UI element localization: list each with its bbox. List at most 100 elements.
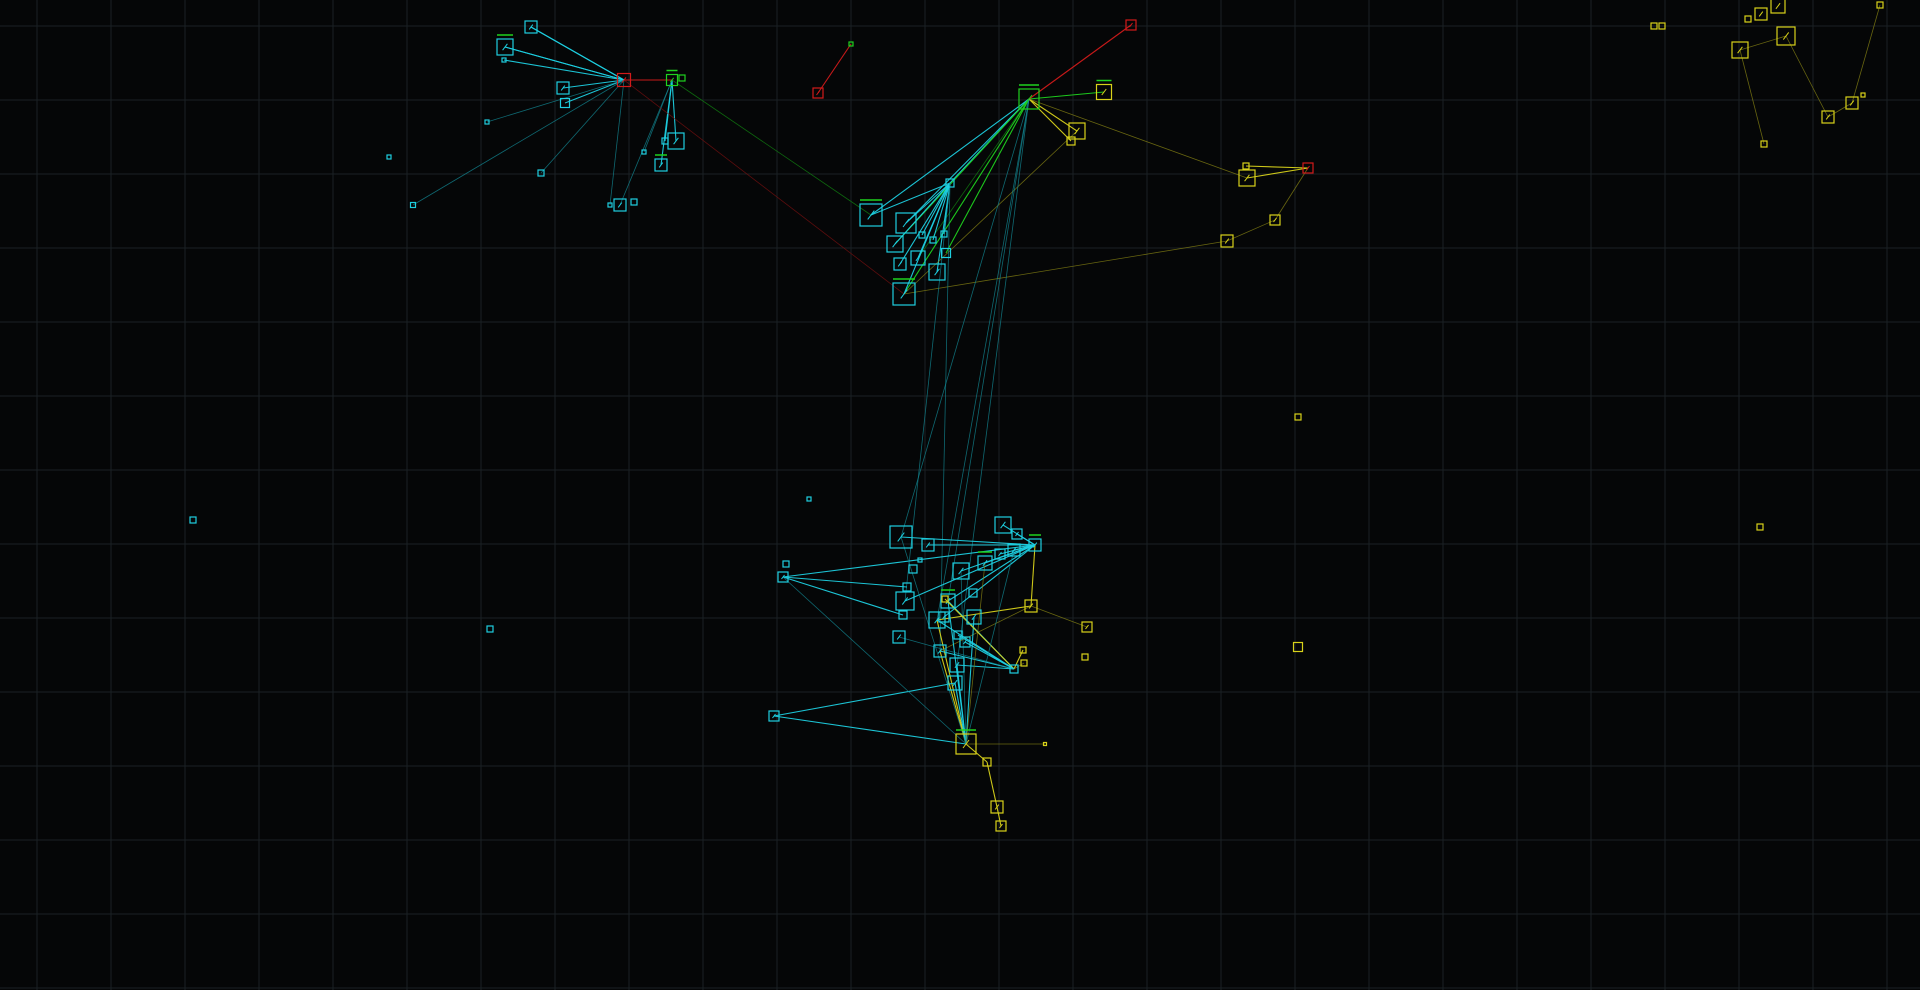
unit-marker-cyan[interactable] [484,119,490,125]
unit-marker-yellow[interactable] [1019,646,1027,654]
unit-box[interactable] [661,137,669,145]
unit-marker-cyan[interactable] [556,81,570,95]
unit-box[interactable] [940,247,952,259]
unit-marker-cyan[interactable] [524,20,538,34]
unit-marker-cyan[interactable] [947,675,963,691]
unit-box[interactable] [486,625,494,633]
unit-marker-cyan[interactable] [859,199,883,227]
unit-box[interactable] [777,571,789,583]
unit-marker-yellow[interactable] [1292,641,1304,653]
unit-marker-cyan[interactable] [952,562,970,580]
unit-marker-yellow[interactable] [1876,1,1884,9]
unit-marker-yellow[interactable] [1650,22,1658,30]
unit-box[interactable] [889,525,913,549]
unit-box[interactable] [968,588,978,598]
unit-box[interactable] [1125,19,1137,31]
unit-box[interactable] [895,591,915,611]
unit-box[interactable] [641,149,647,155]
unit-marker-cyan[interactable] [409,201,417,209]
unit-marker-cyan[interactable] [892,630,906,644]
unit-box[interactable] [848,41,854,47]
unit-box[interactable] [1731,41,1749,59]
unit-marker-yellow[interactable] [982,757,992,767]
unit-marker-yellow[interactable] [1024,599,1038,613]
unit-marker-cyan[interactable] [940,247,952,259]
unit-box[interactable] [947,675,963,691]
unit-marker-yellow[interactable] [941,595,949,603]
unit-marker-cyan[interactable] [806,496,812,502]
unit-marker-yellow[interactable] [1845,96,1859,110]
unit-box[interactable] [977,555,993,571]
unit-box[interactable] [386,154,392,160]
unit-marker-yellow[interactable] [1066,136,1076,146]
unit-box[interactable] [782,560,790,568]
unit-marker-cyan[interactable] [929,236,937,244]
unit-marker-cyan[interactable] [1028,534,1042,552]
unit-marker-red[interactable] [1302,162,1314,174]
unit-marker-cyan[interactable] [918,231,926,239]
unit-box[interactable] [1302,162,1314,174]
unit-marker-cyan[interactable] [613,198,627,212]
unit-box[interactable] [1081,621,1093,633]
unit-marker-yellow[interactable] [1081,621,1093,633]
unit-box[interactable] [955,733,977,755]
unit-marker-yellow[interactable] [1770,0,1786,14]
unit-marker-yellow[interactable] [1821,110,1835,124]
unit-box[interactable] [1042,741,1048,747]
unit-box[interactable] [1269,214,1281,226]
unit-box[interactable] [1770,0,1786,14]
unit-box[interactable] [1776,26,1796,46]
unit-box[interactable] [607,202,613,208]
unit-box[interactable] [1876,1,1884,9]
unit-box[interactable] [1658,22,1666,30]
unit-marker-yellow[interactable] [1756,523,1764,531]
unit-marker-yellow[interactable] [1760,140,1768,148]
unit-box[interactable] [812,87,824,99]
unit-marker-yellow[interactable] [1754,7,1768,21]
unit-box[interactable] [1068,122,1086,140]
unit-marker-cyan[interactable] [886,235,904,253]
unit-marker-cyan[interactable] [994,516,1012,534]
unit-marker-yellow[interactable] [1860,92,1866,98]
unit-marker-cyan[interactable] [892,278,916,306]
unit-marker-cyan[interactable] [496,34,514,56]
unit-marker-yellow[interactable] [1042,741,1048,747]
unit-box[interactable] [940,230,948,238]
unit-box[interactable] [1754,7,1768,21]
unit-box[interactable] [898,610,908,620]
unit-marker-green[interactable] [1018,84,1040,110]
unit-box[interactable] [959,636,971,648]
unit-marker-cyan[interactable] [928,263,946,281]
unit-marker-cyan[interactable] [908,564,918,574]
unit-marker-red[interactable] [1125,19,1137,31]
unit-marker-green[interactable] [678,74,686,82]
unit-marker-cyan[interactable] [940,230,948,238]
unit-box[interactable] [952,562,970,580]
unit-box[interactable] [933,644,947,658]
unit-box[interactable] [941,595,949,603]
unit-box[interactable] [616,72,632,88]
unit-box[interactable] [886,235,904,253]
unit-marker-yellow[interactable] [990,800,1004,814]
unit-marker-yellow[interactable] [1294,413,1302,421]
unit-marker-yellow[interactable] [1068,122,1086,140]
unit-box[interactable] [496,38,514,56]
unit-box[interactable] [929,236,937,244]
unit-box[interactable] [1744,15,1752,23]
unit-box[interactable] [1009,664,1019,674]
unit-box[interactable] [501,57,507,63]
unit-box[interactable] [945,178,955,188]
unit-box[interactable] [902,582,912,592]
unit-box[interactable] [556,81,570,95]
unit-marker-cyan[interactable] [768,710,780,722]
unit-box[interactable] [892,630,906,644]
unit-box[interactable] [921,538,935,552]
unit-marker-cyan[interactable] [940,589,956,609]
unit-box[interactable] [895,212,917,234]
unit-marker-cyan[interactable] [889,525,913,549]
unit-marker-red[interactable] [812,87,824,99]
unit-box[interactable] [665,73,679,87]
unit-marker-cyan[interactable] [559,97,571,109]
unit-marker-cyan[interactable] [921,538,935,552]
unit-marker-cyan[interactable] [782,560,790,568]
